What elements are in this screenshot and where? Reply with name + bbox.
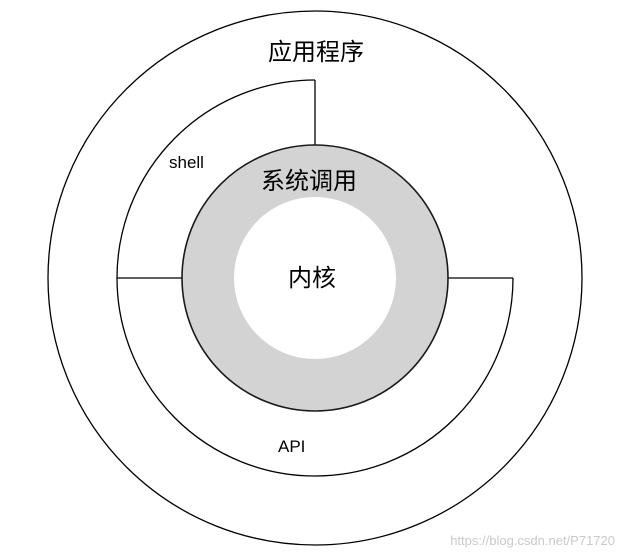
watermark-text: https://blog.csdn.net/P71720 (450, 533, 615, 548)
application-layer-ring (47, 10, 583, 546)
application-label: 应用程序 (268, 38, 364, 66)
kernel-core-disc (234, 197, 396, 359)
shell-label: shell (169, 153, 204, 172)
kernel-label: 内核 (288, 264, 336, 292)
system-call-label: 系统调用 (261, 167, 357, 195)
api-label: API (278, 437, 305, 456)
shell-api-layer-arc (116, 79, 514, 477)
